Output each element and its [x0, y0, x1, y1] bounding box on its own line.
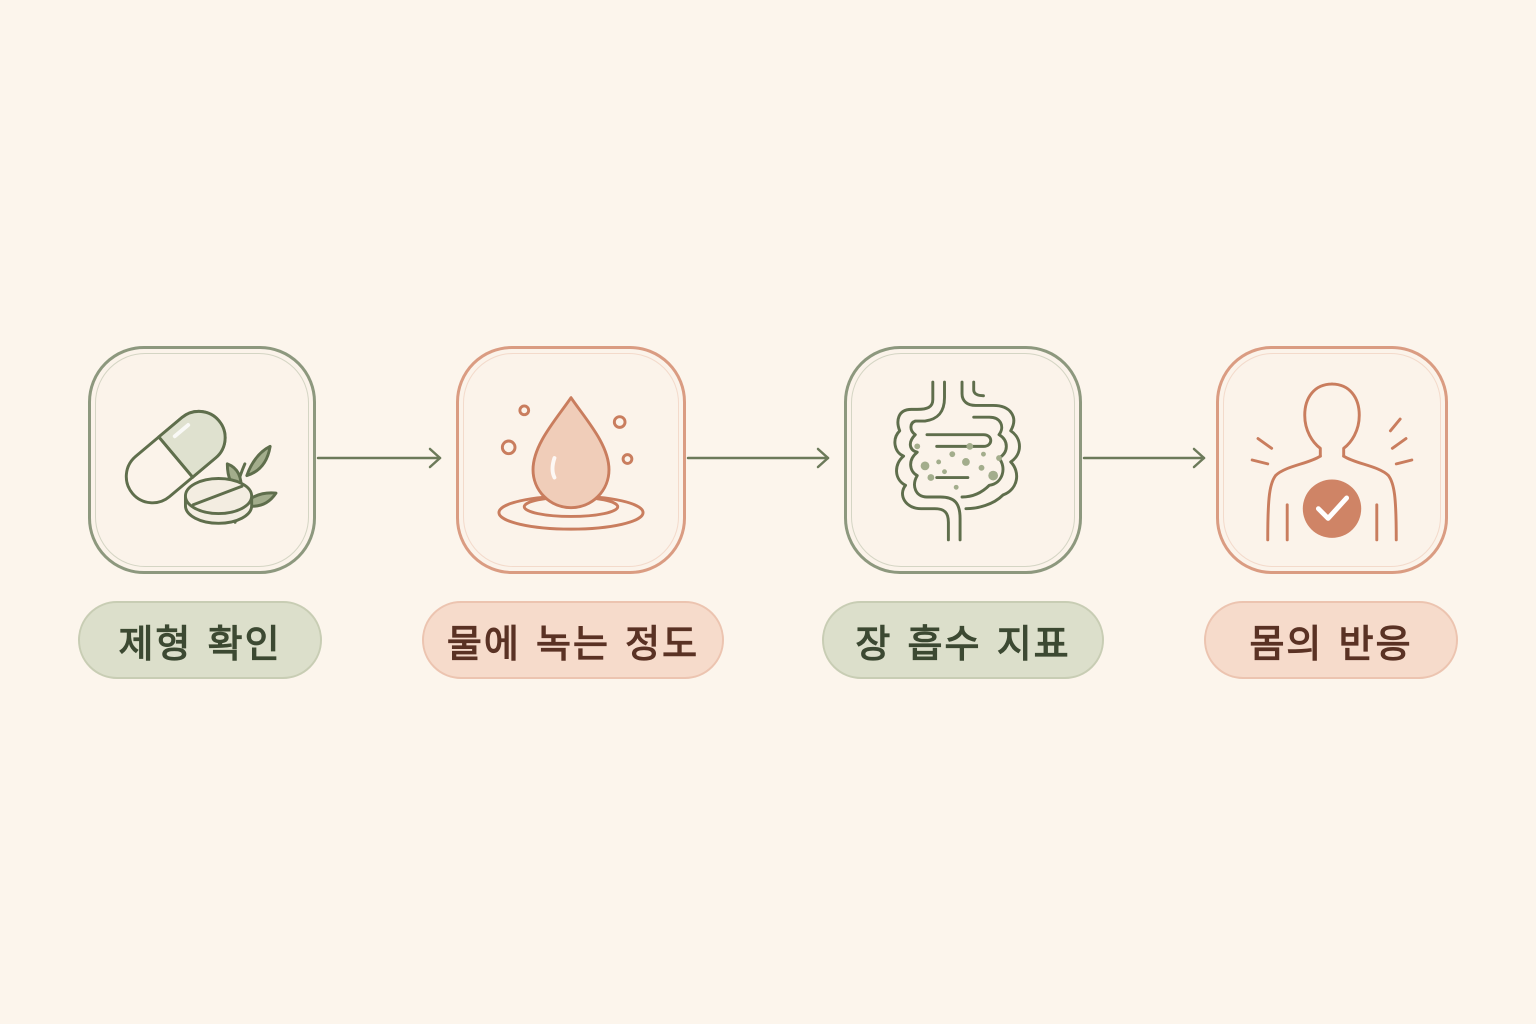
- step-2-label-text: 물에 녹는 정도: [446, 621, 700, 666]
- arrow-right-icon: [1082, 447, 1206, 469]
- step-4-label-text: 몸의 반응: [1249, 621, 1413, 666]
- arrow-right-icon: [316, 447, 442, 469]
- step-2-icon-box: [456, 346, 686, 574]
- step-2-label: 물에 녹는 정도: [422, 601, 724, 679]
- step-1-label-text: 제형 확인: [118, 621, 282, 666]
- step-4-icon-box: [1216, 346, 1448, 574]
- capsule-tablet-leaf-icon: [124, 409, 278, 525]
- step-1-icon-box: [88, 346, 316, 574]
- body-check-icon: [1250, 382, 1414, 542]
- arrow-right-icon: [686, 447, 830, 469]
- intestine-absorption-icon: [893, 380, 1021, 542]
- step-1-label: 제형 확인: [78, 601, 322, 679]
- water-drop-dissolve-icon: [497, 396, 645, 531]
- step-4-label: 몸의 반응: [1204, 601, 1458, 679]
- step-3-label-text: 장 흡수 지표: [855, 621, 1071, 666]
- step-3-label: 장 흡수 지표: [822, 601, 1104, 679]
- step-3-icon-box: [844, 346, 1082, 574]
